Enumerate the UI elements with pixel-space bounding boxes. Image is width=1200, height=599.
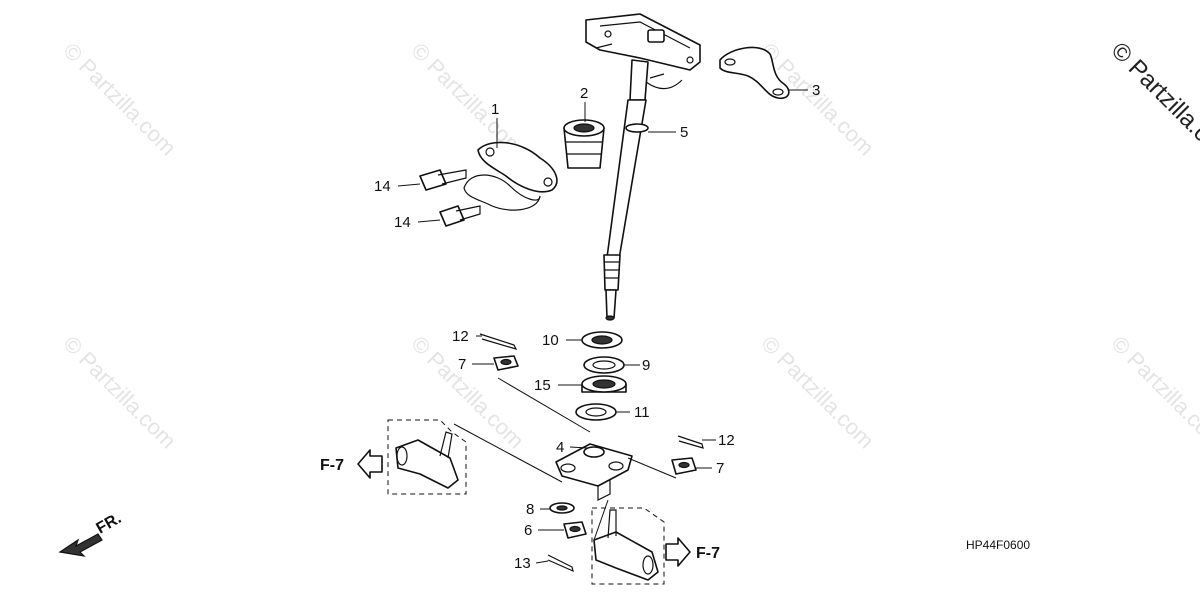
callout-10: 10 (542, 332, 559, 349)
callout-8: 8 (526, 501, 534, 518)
reference-right: F-7 (665, 537, 720, 567)
diagram-code: HP44F0600 (966, 538, 1030, 552)
callout-11: 11 (634, 404, 650, 421)
callout-15: 15 (534, 377, 551, 394)
callout-12: 12 (452, 328, 469, 345)
bearing (581, 375, 627, 393)
watermark: © Partzilla.com (756, 331, 879, 454)
cotter-pin (677, 435, 704, 449)
callout-4: 4 (556, 439, 564, 456)
shaft-bushing (563, 119, 605, 169)
callout-7: 7 (458, 356, 466, 373)
dashed-box-left (387, 419, 467, 495)
callout-labels: 1 2 3 4 5 6 7 7 8 9 10 11 12 12 13 14 14… (374, 82, 820, 572)
bushing-holder (463, 141, 558, 211)
shaft-holder (719, 46, 790, 100)
callout-3: 3 (812, 82, 820, 99)
alignment-line (593, 499, 609, 541)
watermark: © Partzilla.com (756, 38, 879, 161)
tie-rod-end-right (593, 509, 659, 581)
watermark-corner: © Partzilla.com (1106, 37, 1200, 170)
callout-7: 7 (716, 460, 724, 477)
reference-label-right: F-7 (696, 545, 720, 562)
washer (549, 502, 575, 514)
watermark: © Partzilla.com (58, 331, 181, 454)
alignment-line (453, 377, 591, 483)
callout-14: 14 (374, 178, 391, 195)
callout-9: 9 (642, 357, 650, 374)
flange-bolt (419, 169, 467, 191)
castle-nut (671, 457, 697, 475)
callout-14: 14 (394, 214, 411, 231)
watermark: © Partzilla.com (1106, 331, 1200, 454)
steering-shaft (585, 13, 701, 321)
callout-12: 12 (718, 432, 735, 449)
callout-13: 13 (514, 555, 531, 572)
watermark: © Partzilla.com (58, 38, 181, 161)
reference-label-left: F-7 (320, 457, 344, 474)
oil-seal (583, 356, 625, 374)
flange-bolt (439, 205, 481, 227)
watermark: © Partzilla.com (406, 331, 529, 454)
front-indicator: FR. (58, 510, 124, 557)
outline-arrow-right-icon (665, 537, 691, 567)
callout-5: 5 (680, 124, 688, 141)
callout-6: 6 (524, 522, 532, 539)
dust-seal (581, 331, 623, 349)
lower-seal (575, 403, 617, 421)
callout-2: 2 (580, 85, 588, 102)
tie-rod-end-left (395, 431, 459, 489)
castle-nut (493, 355, 519, 371)
outline-arrow-left-icon (357, 449, 383, 479)
cotter-pin (547, 554, 574, 573)
reference-left: F-7 (320, 449, 383, 479)
watermark: © Partzilla.com (406, 38, 529, 161)
alignment-line (627, 457, 677, 479)
steering-arm (555, 443, 633, 501)
cotter-pin (479, 333, 518, 350)
castle-nut (563, 521, 587, 539)
front-arrow-icon (58, 533, 103, 557)
leader-lines (397, 89, 808, 564)
callout-1: 1 (491, 101, 499, 118)
